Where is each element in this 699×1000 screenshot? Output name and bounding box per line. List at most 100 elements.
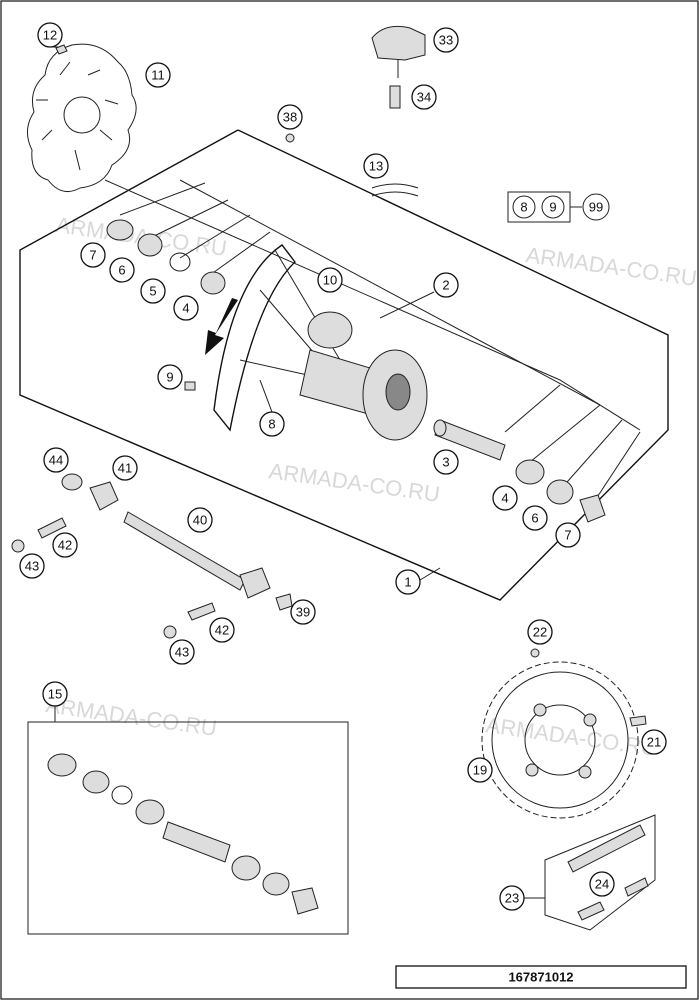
- callout: 1: [395, 567, 441, 595]
- callout-number: 13: [369, 159, 383, 174]
- adjuster-nut: [61, 473, 83, 491]
- callout: 22: [527, 619, 553, 645]
- callout-number: 6: [531, 511, 538, 526]
- brake-disc: [27, 43, 137, 193]
- callout-layer: 12 11 33 34 38 13 7 6 5 4 10 2 9 8 3 4 6…: [19, 22, 667, 911]
- hex-nut-lower: [163, 625, 177, 639]
- callout: 39: [290, 599, 316, 625]
- callout: 24: [589, 871, 615, 897]
- callout: 34: [411, 84, 437, 110]
- callout: 6: [522, 505, 548, 531]
- callout-number: 7: [89, 248, 96, 263]
- callout-number: 34: [417, 90, 431, 105]
- callout-number: 21: [647, 735, 661, 750]
- callout-number: 43: [25, 559, 39, 574]
- chain-adjuster-left: [89, 481, 119, 511]
- callout: 44: [43, 447, 69, 473]
- rotation-direction-arrow-icon: [205, 298, 238, 355]
- callout: 5: [140, 278, 166, 304]
- callout-number: 22: [533, 625, 547, 640]
- wheel-assembly-outline: [19, 129, 669, 601]
- callout: 13: [363, 153, 389, 179]
- watermark: ARMADA-CO.RU: [524, 242, 698, 291]
- adjuster-bolt: [37, 517, 67, 539]
- callout-number: 3: [442, 455, 449, 470]
- kit-equation: 8 9 99: [507, 191, 610, 223]
- callout: 6: [109, 257, 135, 283]
- sprocket-nut: [530, 648, 540, 658]
- callout-number: 43: [175, 645, 189, 660]
- callout-number: 8: [268, 417, 275, 432]
- callout: 4: [173, 295, 199, 321]
- callout: 21: [641, 729, 667, 755]
- watermark: ARMADA-CO.RU: [44, 692, 218, 741]
- callout-number: 44: [49, 453, 63, 468]
- callout: 3: [433, 449, 459, 475]
- document-number-box: 167871012: [395, 965, 687, 989]
- small-nut: [285, 133, 295, 143]
- chain-outline: [544, 814, 656, 931]
- axle-nut: [275, 593, 293, 611]
- callout: 7: [80, 242, 106, 268]
- callout-number: 42: [58, 538, 72, 553]
- callout-number: 12: [43, 28, 57, 43]
- kit-part-b: 9: [549, 200, 556, 215]
- callout-number: 6: [118, 263, 125, 278]
- callout: 41: [112, 455, 138, 481]
- kit-result: 99: [589, 200, 603, 215]
- callout-number: 1: [404, 575, 411, 590]
- callout: 9: [157, 364, 183, 390]
- callout-number: 7: [564, 528, 571, 543]
- callout: 42: [52, 532, 78, 558]
- bearing-kit-inset: [27, 705, 349, 935]
- callout-number: 4: [182, 301, 189, 316]
- disc-screw: [55, 44, 68, 55]
- callout-number: 39: [296, 605, 310, 620]
- callout-number: 42: [215, 623, 229, 638]
- hub-protector: [371, 25, 426, 78]
- rear-sprocket: [481, 661, 639, 819]
- callout-number: 15: [48, 687, 62, 702]
- nipple: [184, 381, 196, 391]
- watermark: ARMADA-CO.RU: [267, 458, 441, 507]
- callout: 11: [145, 62, 171, 88]
- wheel-axle: [123, 511, 271, 599]
- callout: 8: [259, 379, 285, 437]
- callout-number: 10: [323, 273, 337, 288]
- callout-number: 24: [595, 877, 609, 892]
- callout-number: 23: [505, 891, 519, 906]
- rear-hub: [299, 311, 428, 441]
- callout: 12: [37, 22, 63, 48]
- callout: 23: [499, 885, 545, 911]
- callout: 10: [317, 267, 343, 293]
- callout: 19: [467, 757, 493, 783]
- callout-number: 19: [473, 763, 487, 778]
- bearing-stack-right: [515, 459, 606, 523]
- hex-nut: [11, 539, 25, 553]
- protector-screw: [389, 85, 401, 109]
- callout: 38: [277, 104, 303, 130]
- callout-number: 40: [193, 513, 207, 528]
- callout: 43: [19, 553, 45, 579]
- callout-number: 2: [442, 278, 449, 293]
- callout: 43: [169, 639, 195, 665]
- callout-number: 33: [439, 33, 453, 48]
- callout: 15: [42, 681, 68, 707]
- callout-number: 41: [118, 461, 132, 476]
- rim-tape: [371, 183, 419, 197]
- callout: 7: [555, 522, 581, 548]
- callout-number: 9: [166, 370, 173, 385]
- callout: 4: [492, 485, 518, 511]
- callout: 33: [433, 27, 459, 53]
- callout-number: 11: [151, 68, 165, 83]
- document-number: 167871012: [508, 970, 573, 985]
- callout-number: 38: [283, 110, 297, 125]
- kit-part-a: 8: [520, 200, 527, 215]
- adjuster-bolt-lower: [187, 602, 216, 621]
- spacer-tube: [433, 419, 506, 461]
- callout: 40: [187, 507, 213, 533]
- callout-number: 4: [501, 491, 508, 506]
- sprocket-screw: [629, 715, 647, 727]
